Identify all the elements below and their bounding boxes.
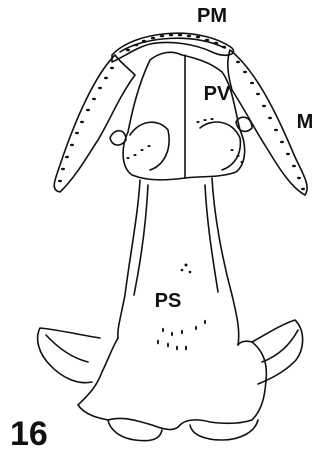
left-foot — [108, 420, 162, 441]
parasphenoid-left-edge — [118, 180, 140, 338]
left-maxillary-teeth — [58, 67, 114, 182]
right-wing-inner — [262, 330, 298, 362]
right-maxilla-outline — [228, 50, 307, 195]
label-m: M — [297, 111, 314, 133]
left-wing-inner — [46, 335, 88, 362]
left-process — [110, 131, 126, 145]
right-maxillary-teeth — [236, 61, 305, 190]
right-palatine — [200, 122, 240, 170]
parasphenoid-inner-left — [134, 185, 148, 295]
figure-number: 16 — [10, 415, 48, 451]
palatovomer-outline — [123, 52, 245, 180]
parasphenoid-right-edge — [212, 178, 239, 345]
label-pm: PM — [197, 5, 227, 27]
left-maxilla-outline — [54, 55, 135, 192]
label-pv: PV — [204, 83, 231, 105]
parasphenoid-inner-right — [205, 185, 218, 292]
right-wing — [252, 320, 303, 384]
label-ps: PS — [155, 290, 182, 312]
braincase-outline — [78, 338, 266, 430]
